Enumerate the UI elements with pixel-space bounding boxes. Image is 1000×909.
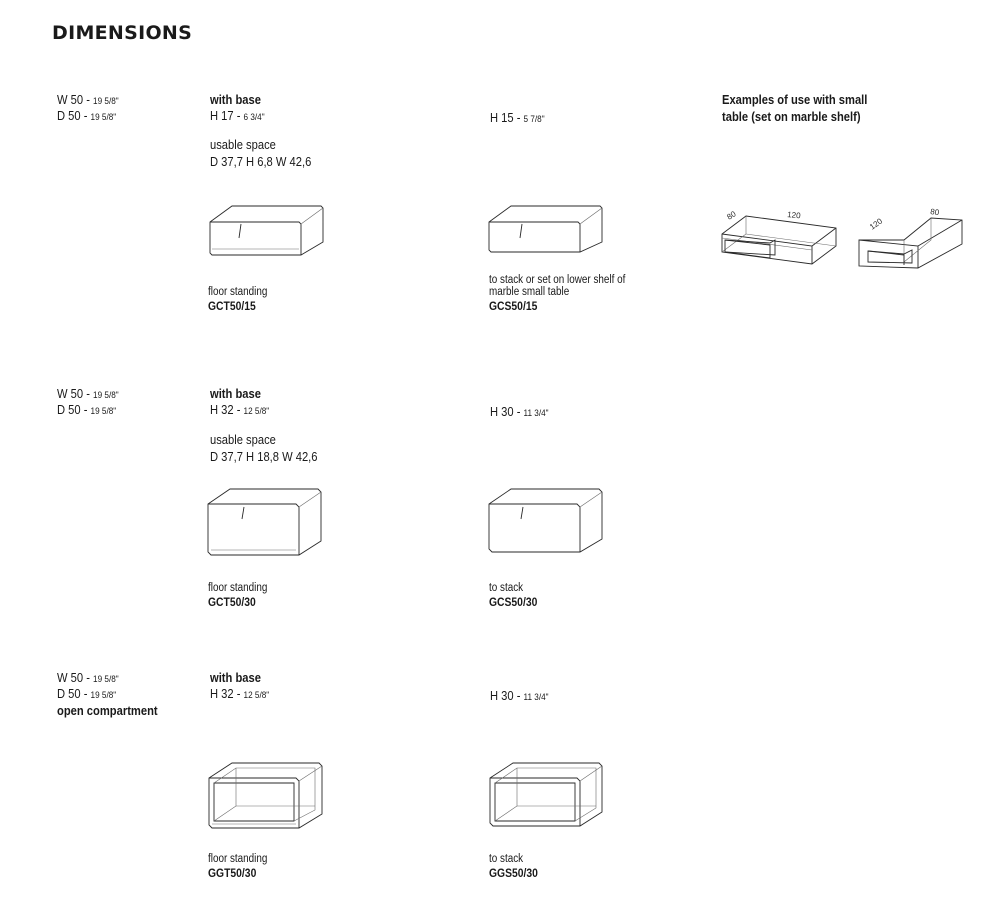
example-table-wide: 80 120 <box>721 209 837 265</box>
floor-standing-caption: floor standing <box>208 286 268 298</box>
product-code: GCT50/30 <box>208 597 256 609</box>
box-drawing-stack-low <box>488 205 603 253</box>
box-drawing-stack-tall <box>488 488 603 553</box>
usable-space-dims: D 37,7 H 18,8 W 42,6 <box>210 449 318 464</box>
usable-space-label: usable space <box>210 137 276 152</box>
floor-standing-caption: floor standing <box>208 582 268 594</box>
box-drawing-stack-open <box>489 762 603 827</box>
stack-caption-line1: to stack or set on lower shelf of <box>489 274 626 286</box>
depth-spec: D 50 - 19 5/8" <box>57 686 117 701</box>
product-code: GCS50/15 <box>489 301 538 313</box>
floor-standing-caption: floor standing <box>208 853 268 865</box>
page-title: DIMENSIONS <box>52 22 193 44</box>
example-table-deep: 120 80 <box>858 207 963 269</box>
open-compartment-note: open compartment <box>57 703 158 718</box>
box-drawing-floor-low <box>209 205 324 256</box>
stack-height-spec: H 15 - 5 7/8" <box>490 110 545 125</box>
stack-caption-line1: to stack <box>489 582 524 594</box>
width-spec: W 50 - 19 5/8" <box>57 670 119 685</box>
example-a-width: 120 <box>787 210 802 220</box>
product-code: GGS50/30 <box>489 868 538 880</box>
stack-height-spec: H 30 - 11 3/4" <box>490 688 549 703</box>
width-spec: W 50 - 19 5/8" <box>57 92 119 107</box>
with-base-heading: with base <box>210 670 261 685</box>
examples-title-line1: Examples of use with small <box>722 92 868 107</box>
base-height-spec: H 32 - 12 5/8" <box>210 686 270 701</box>
box-drawing-floor-tall <box>207 488 322 556</box>
box-drawing-floor-open <box>208 762 323 829</box>
with-base-heading: with base <box>210 92 261 107</box>
stack-caption-line1: to stack <box>489 853 524 865</box>
stack-caption-line2: marble small table <box>489 286 570 298</box>
example-a-depth: 80 <box>725 209 738 222</box>
stack-height-spec: H 30 - 11 3/4" <box>490 404 549 419</box>
product-code: GGT50/30 <box>208 868 257 880</box>
base-height-spec: H 32 - 12 5/8" <box>210 402 270 417</box>
product-code: GCS50/30 <box>489 597 538 609</box>
width-spec: W 50 - 19 5/8" <box>57 386 119 401</box>
base-height-spec: H 17 - 6 3/4" <box>210 108 265 123</box>
depth-spec: D 50 - 19 5/8" <box>57 402 117 417</box>
with-base-heading: with base <box>210 386 261 401</box>
example-b-depth: 120 <box>868 216 885 231</box>
example-b-width: 80 <box>930 207 941 217</box>
product-code: GCT50/15 <box>208 301 256 313</box>
usable-space-label: usable space <box>210 432 276 447</box>
usable-space-dims: D 37,7 H 6,8 W 42,6 <box>210 154 312 169</box>
depth-spec: D 50 - 19 5/8" <box>57 108 117 123</box>
examples-title-line2: table (set on marble shelf) <box>722 109 861 124</box>
